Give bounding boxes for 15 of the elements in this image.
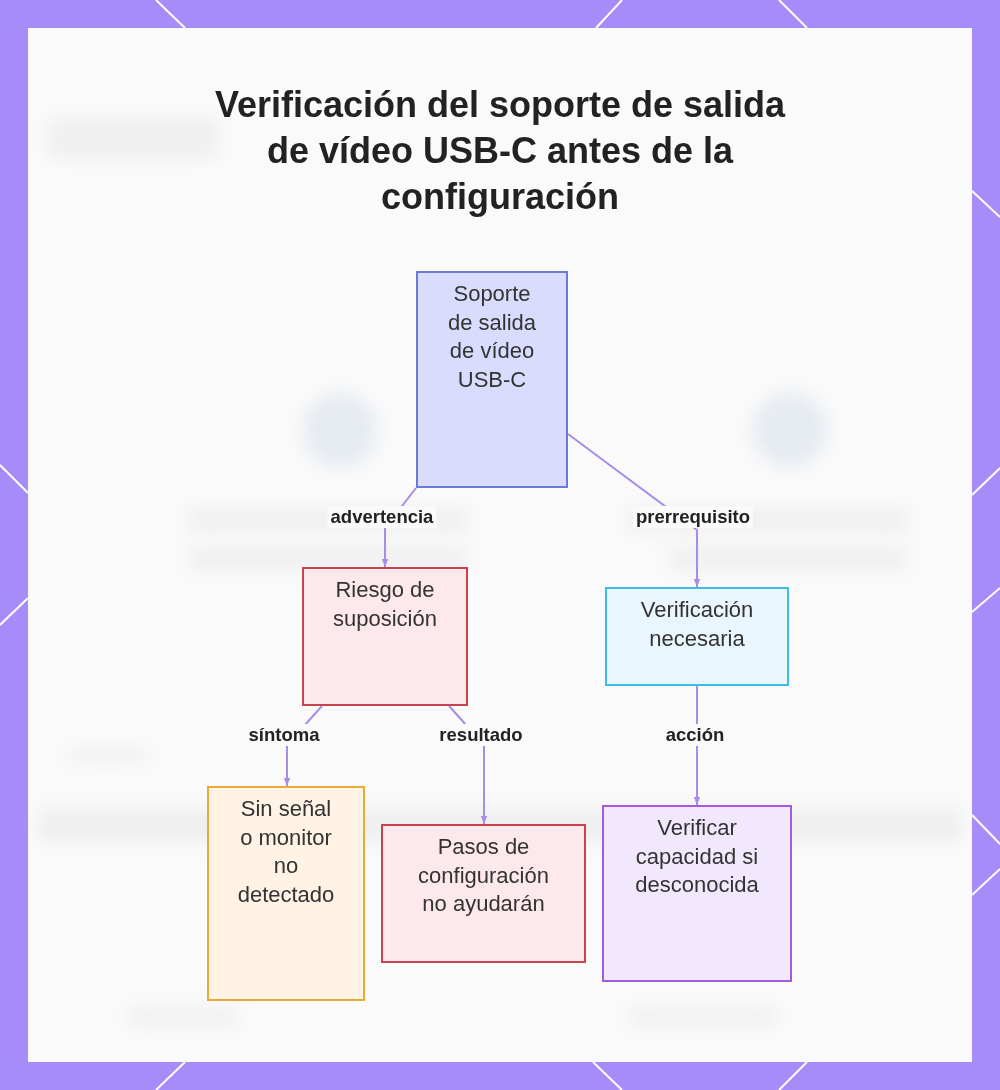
edge-label: advertencia bbox=[327, 506, 437, 528]
node-text: Verificar capacidad si desconocida bbox=[634, 814, 760, 899]
node-text: Pasos de configuración no ayudarán bbox=[417, 833, 550, 918]
flow-box bbox=[602, 805, 792, 982]
flow-box bbox=[381, 824, 586, 963]
flow-box bbox=[605, 587, 789, 686]
flow-box bbox=[207, 786, 365, 1001]
diagram-title: Verificación del soporte de salida de vídeo USB-C antes de la configuración bbox=[213, 83, 787, 219]
node-text: Soporte de salida de vídeo USB-C bbox=[446, 280, 538, 394]
node-text: Sin señal o monitor no detectado bbox=[236, 795, 336, 909]
flow-box bbox=[416, 271, 568, 488]
node-text: Verificación necesaria bbox=[639, 596, 755, 653]
edge-label: prerrequisito bbox=[632, 506, 754, 528]
flow-box bbox=[302, 567, 468, 706]
node-text: Riesgo de suposición bbox=[332, 576, 438, 633]
